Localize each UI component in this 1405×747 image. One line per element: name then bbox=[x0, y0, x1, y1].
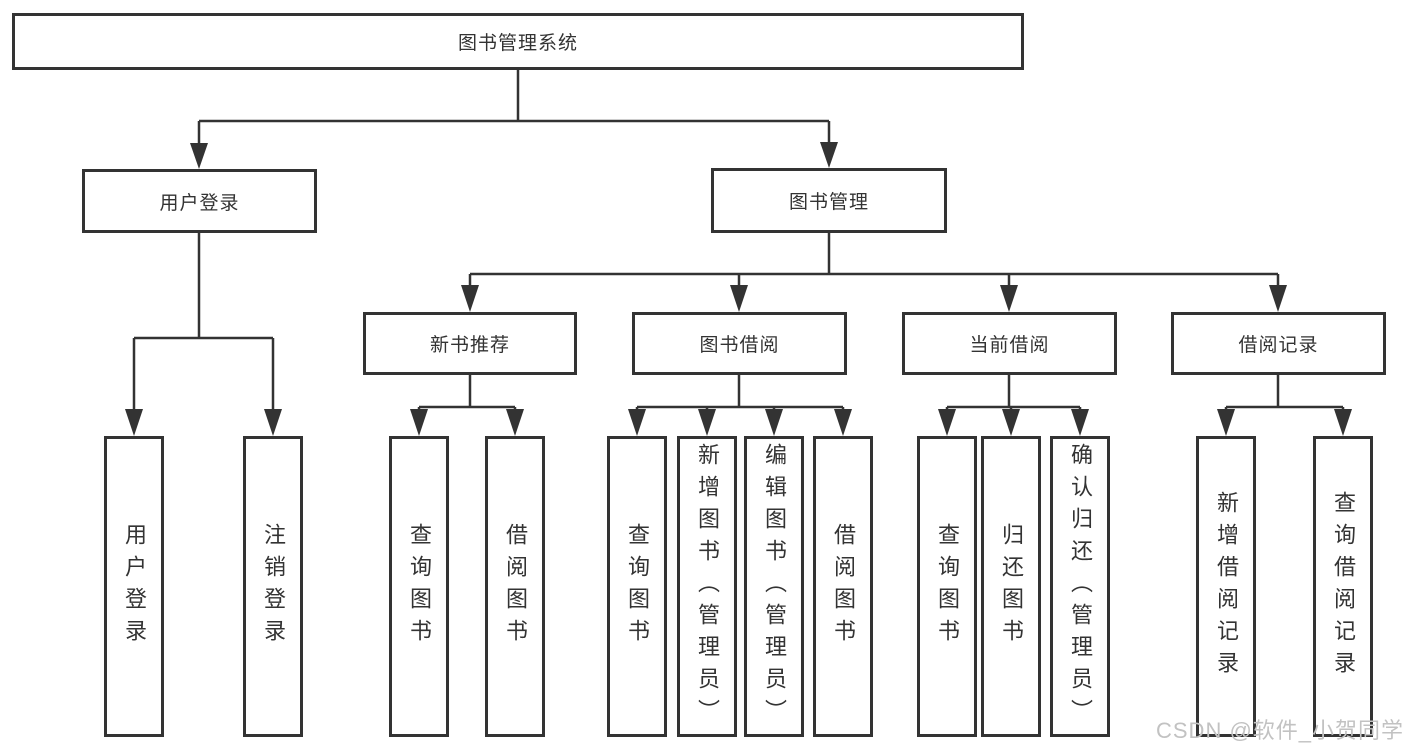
node-current-borrowing: 当前借阅 bbox=[902, 312, 1117, 375]
node-leaf-logout: 注销登录 bbox=[243, 436, 303, 737]
node-leaf-borrow-books-1: 借阅图书 bbox=[485, 436, 545, 737]
node-leaf-add-borrow-record: 新增借阅记录 bbox=[1196, 436, 1256, 737]
node-leaf-add-books-admin: 新增图书（管理员） bbox=[677, 436, 737, 737]
node-leaf-borrow-books-2: 借阅图书 bbox=[813, 436, 873, 737]
node-leaf-query-borrow-record: 查询借阅记录 bbox=[1313, 436, 1373, 737]
node-leaf-return-books: 归还图书 bbox=[981, 436, 1041, 737]
node-leaf-query-books-3: 查询图书 bbox=[917, 436, 977, 737]
node-root: 图书管理系统 bbox=[12, 13, 1024, 70]
node-book-management: 图书管理 bbox=[711, 168, 947, 233]
node-user-login: 用户登录 bbox=[82, 169, 317, 233]
node-leaf-edit-books-admin: 编辑图书（管理员） bbox=[744, 436, 804, 737]
node-book-borrowing: 图书借阅 bbox=[632, 312, 847, 375]
node-new-book-recommendation: 新书推荐 bbox=[363, 312, 577, 375]
arrow-down-icons bbox=[125, 142, 1352, 436]
node-leaf-query-books-1: 查询图书 bbox=[389, 436, 449, 737]
node-leaf-query-books-2: 查询图书 bbox=[607, 436, 667, 737]
watermark: CSDN @软件_小贺同学 bbox=[1156, 718, 1405, 743]
node-borrowing-records: 借阅记录 bbox=[1171, 312, 1386, 375]
node-leaf-confirm-return-admin: 确认归还（管理员） bbox=[1050, 436, 1110, 737]
node-leaf-user-login: 用户登录 bbox=[104, 436, 164, 737]
